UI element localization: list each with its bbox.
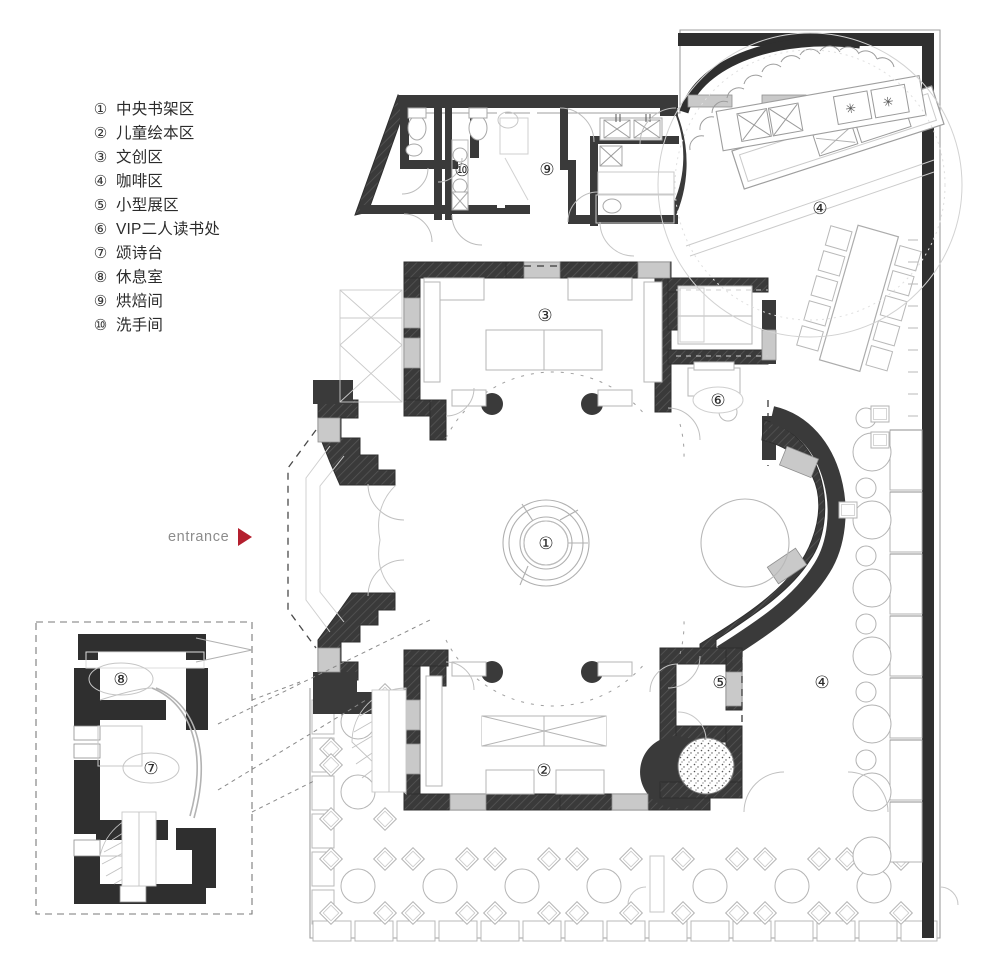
- legend-item: ① 中央书架区: [92, 100, 220, 119]
- legend-number: ⑤: [93, 197, 108, 214]
- central-bookshelf-rosette: [502, 499, 590, 587]
- exhibition-stone-circle: [677, 737, 735, 795]
- site-boundary: [309, 29, 941, 939]
- zone2-furniture: [425, 661, 633, 795]
- legend-label: 咖啡区: [116, 173, 164, 190]
- ceiling-dashed-lines: [524, 265, 769, 724]
- cafe-banquette-seating: [889, 429, 923, 863]
- zone3-furniture: [423, 277, 663, 407]
- legend-label: VIP二人读书处: [116, 221, 221, 238]
- stair-upper: [339, 289, 403, 403]
- hall-secondary-circle: [700, 498, 790, 588]
- legend-number: ②: [93, 125, 108, 142]
- legend-item: ⑦ 颂诗台: [92, 244, 220, 263]
- entrance-marker: entrance: [168, 528, 253, 546]
- entrance-label: entrance: [168, 529, 230, 545]
- cafe-scallop-arc: [689, 45, 895, 151]
- hall-door-swings: [367, 387, 889, 813]
- svg-text:✳: ✳: [844, 100, 857, 117]
- legend-label: 小型展区: [116, 197, 179, 214]
- legend-number: ⑩: [93, 317, 108, 334]
- plan-label-4-lower: ④: [814, 673, 829, 692]
- cafe-round-tables: [838, 405, 892, 876]
- legend-label: 儿童绘本区: [116, 125, 195, 142]
- legend-item: ② 儿童绘本区: [92, 124, 220, 143]
- plan-label-2: ②: [536, 761, 551, 780]
- legend-item: ④ 咖啡区: [92, 172, 220, 191]
- legend-item: ⑥ VIP二人读书处: [92, 220, 220, 239]
- bakery-equipment: [595, 114, 675, 224]
- legend-label: 洗手间: [116, 317, 164, 334]
- legend-number: ①: [93, 101, 108, 118]
- svg-text:✳: ✳: [881, 94, 894, 111]
- plan-label-8: ⑧: [113, 670, 128, 689]
- legend-label: 中央书架区: [116, 101, 195, 118]
- legend-item: ⑨ 烘焙间: [92, 292, 220, 311]
- legend-number: ④: [93, 173, 108, 190]
- cafe-communal-table: [796, 224, 922, 373]
- entrance-boundary: [287, 429, 317, 649]
- legend-number: ⑨: [93, 293, 108, 310]
- legend-number: ⑥: [93, 221, 108, 238]
- legend-number: ③: [93, 149, 108, 166]
- hall-arc-details: [445, 371, 685, 707]
- vip-room-furniture: [677, 285, 753, 422]
- legend-item: ⑤ 小型展区: [92, 196, 220, 215]
- legend-label: 文创区: [116, 149, 164, 166]
- legend-number: ⑦: [93, 245, 108, 262]
- legend-number: ⑧: [93, 269, 108, 286]
- entrance-inner-lines: [305, 445, 397, 633]
- plan-zone-labels: ① ② ③ ④ ④ ⑤ ⑥ ⑦ ⑧ ⑨ ⑩: [113, 160, 829, 780]
- plan-label-3: ③: [537, 306, 552, 325]
- stair-lower-spiral: [351, 687, 407, 796]
- legend-item: ③ 文创区: [92, 148, 220, 167]
- restroom-door-swings: [401, 157, 483, 246]
- legend-item: ⑩ 洗手间: [92, 316, 220, 335]
- entrance-arrow-icon: [238, 528, 253, 546]
- plan-label-9: ⑨: [539, 160, 554, 179]
- plan-label-1: ①: [538, 534, 553, 553]
- restroom-fixtures: [405, 107, 529, 211]
- plan-label-5: ⑤: [712, 673, 727, 692]
- right-wall-dimension-ticks: [908, 239, 918, 417]
- inset-detail-plan: [35, 619, 431, 915]
- legend-label: 休息室: [116, 269, 164, 286]
- terrace-walkway-marks: [627, 855, 959, 913]
- terrace-planters-bottom: [312, 920, 938, 942]
- legend-item: ⑧ 休息室: [92, 268, 220, 287]
- cafe-bar-counter: ✳ ✳: [657, 32, 963, 338]
- plan-label-7: ⑦: [143, 759, 158, 778]
- plan-label-10: ⑩: [454, 161, 469, 180]
- bakery-door-swings: [559, 107, 677, 257]
- legend-label: 颂诗台: [116, 245, 164, 262]
- plan-label-4-upper: ④: [812, 199, 827, 218]
- plan-label-6: ⑥: [710, 391, 725, 410]
- legend-label: 烘焙间: [116, 293, 164, 310]
- legend: ① 中央书架区 ② 儿童绘本区 ③ 文创区 ④ 咖啡区 ⑤ 小型展区 ⑥ VIP…: [92, 100, 220, 335]
